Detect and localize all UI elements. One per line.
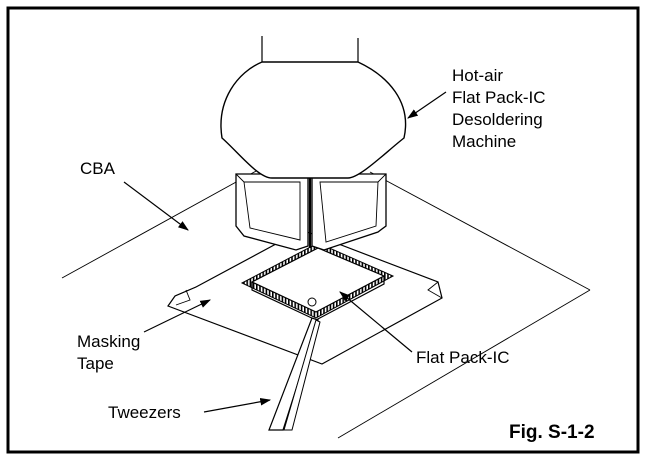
machine-label-line2: Flat Pack-IC: [452, 88, 546, 107]
desoldering-machine: [220, 36, 407, 179]
ic-pin1-marker: [307, 297, 317, 307]
hot-air-nozzle: [235, 173, 387, 251]
figure-number: Fig. S-1-2: [509, 422, 595, 443]
machine-label-line4: Machine: [452, 132, 516, 151]
leader-arrows: [123, 91, 447, 413]
cba-label: CBA: [80, 159, 116, 178]
flat-pack-ic: [240, 242, 395, 321]
figure-frame: [6, 6, 640, 454]
tweezers-label: Tweezers: [108, 403, 181, 422]
tweezers: [268, 317, 321, 431]
machine-label-line1: Hot-air: [452, 66, 503, 85]
machine-label-line3: Desoldering: [452, 110, 543, 129]
masking-tape-label-line2: Tape: [77, 354, 114, 373]
cba-board: [61, 169, 591, 439]
flat-pack-ic-label: Flat Pack-IC: [416, 348, 510, 367]
masking-tape-label-line1: Masking: [77, 332, 140, 351]
